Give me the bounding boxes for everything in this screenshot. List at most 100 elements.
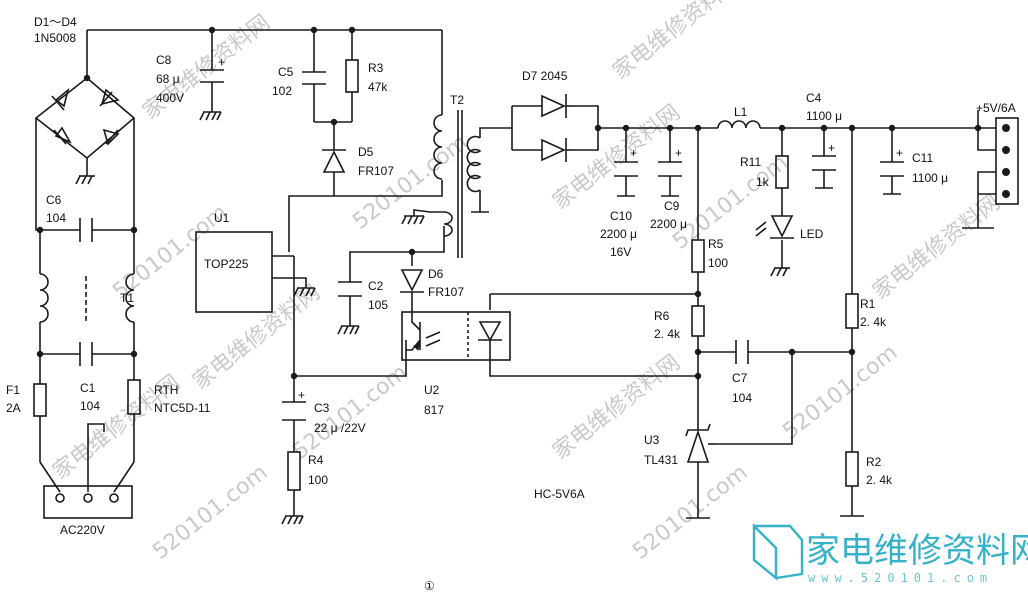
inductor-l1: [717, 120, 761, 129]
svg-text:+: +: [298, 388, 305, 402]
label-t1: T1: [120, 291, 134, 305]
junction-dot: [694, 290, 702, 298]
junction-dot: [848, 124, 856, 132]
capacitor-c2: [337, 281, 362, 335]
watermark-layer: 家电维修资料网 520101.com 家电维修资料网 家电维修资料网 52010…: [48, 0, 1005, 565]
label-r3-val: 47k: [368, 80, 388, 94]
watermark-text-3: 家电维修资料网: [188, 280, 325, 395]
capacitor-c4: +: [812, 141, 836, 189]
junction-dot: [694, 124, 702, 132]
label-d5: D5: [358, 145, 374, 159]
label-c5-val: 102: [272, 84, 292, 98]
junction-dot: [348, 26, 356, 34]
label-c1: C1: [80, 381, 96, 395]
watermark-text-13: 520101.com: [778, 340, 902, 445]
svg-text:+: +: [828, 141, 835, 155]
junction-dot: [594, 124, 602, 132]
label-c6-val: 104: [46, 211, 66, 225]
label-rth: RTH: [154, 383, 178, 397]
junction-dot: [622, 124, 630, 132]
watermark-text-14: 家电维修资料网: [868, 190, 1005, 305]
capacitor-c8: +: [199, 55, 225, 121]
junction-dot: [788, 348, 796, 356]
diode-d5: [322, 140, 346, 173]
label-c11-val: 1100 μ: [912, 171, 948, 185]
svg-text:+: +: [896, 146, 903, 160]
label-f1-val: 2A: [6, 401, 21, 415]
label-c8: C8: [156, 53, 172, 67]
junction-dot: [310, 26, 318, 34]
junction-dot: [974, 124, 982, 132]
shunt-regulator-u3: [685, 423, 716, 463]
label-f1: F1: [6, 383, 20, 397]
label-d1-d4-part: 1N5008: [34, 31, 76, 45]
label-c9: C9: [664, 199, 680, 213]
junction-dot: [888, 124, 896, 132]
label-c8-val2: 400V: [156, 91, 184, 105]
label-u2-part: 817: [424, 403, 444, 417]
junction-dot: [36, 350, 44, 358]
label-d6: D6: [428, 267, 444, 281]
label-c10-val2: 16V: [610, 245, 631, 259]
watermark-text-9: 家电维修资料网: [608, 0, 745, 85]
label-r1: R1: [860, 297, 876, 311]
label-ac: AC220V: [60, 523, 105, 537]
junction-dot: [820, 124, 828, 132]
label-c4: C4: [806, 91, 822, 105]
capacitor-c7: [735, 340, 749, 364]
ground-symbol-r4: [281, 515, 304, 525]
junction-dot: [408, 248, 416, 256]
label-c11: C11: [912, 151, 933, 165]
label-u2: U2: [424, 383, 440, 397]
junction-dot: [130, 226, 138, 234]
label-r1-val: 2. 4k: [860, 315, 887, 329]
label-r6: R6: [654, 309, 670, 323]
label-r11: R11: [740, 155, 761, 169]
logo-book-icon: [752, 523, 778, 581]
watermark-text-5: 520101.com: [148, 460, 272, 565]
junction-dot: [130, 350, 138, 358]
optocoupler-u2: [401, 311, 511, 361]
label-r3: R3: [368, 61, 384, 75]
junction-dot: [330, 118, 338, 126]
logo-text-url: www.520101.com: [808, 571, 993, 585]
junction-dots: [36, 26, 982, 380]
label-d7: D7 2045: [522, 69, 568, 83]
ic-u1-top225: [195, 231, 273, 313]
junction-dot: [36, 226, 44, 234]
capacitor-c3: +: [282, 388, 306, 421]
site-logo: 家电维修资料网 www.520101.com: [752, 523, 1028, 585]
label-r5-val: 100: [708, 256, 728, 270]
label-c1-val: 104: [80, 399, 100, 413]
junction-dot: [694, 348, 702, 356]
label-u1-part: TOP225: [204, 257, 249, 271]
thermistor-rth: [127, 379, 141, 415]
label-r11-val: 1k: [756, 175, 770, 189]
label-u1: U1: [214, 211, 230, 225]
label-t2: T2: [450, 93, 464, 107]
label-r6-val: 2. 4k: [654, 327, 681, 341]
resistor-r11: [775, 155, 789, 189]
resistor-r6: [691, 305, 705, 337]
label-r4-val: 100: [308, 473, 328, 487]
label-c2: C2: [368, 279, 384, 293]
label-c10: C10: [610, 209, 632, 223]
output-connector: [962, 117, 1019, 229]
watermark-text-10: 520101.com: [668, 150, 792, 255]
junction-dot: [290, 372, 298, 380]
capacitor-c1: [79, 342, 93, 366]
label-u3-part: TL431: [644, 453, 678, 467]
capacitor-c6: [79, 218, 93, 242]
label-c5: C5: [278, 65, 294, 79]
junction-dot: [694, 372, 702, 380]
junction-dot: [848, 348, 856, 356]
watermark-text-12: 520101.com: [628, 460, 752, 565]
ac-input-socket: [43, 485, 133, 519]
label-r5: R5: [708, 237, 724, 251]
capacitor-c10: +: [614, 146, 638, 197]
label-c6: C6: [46, 193, 62, 207]
resistor-r2: [845, 451, 859, 487]
label-r2: R2: [866, 455, 882, 469]
label-r4: R4: [308, 453, 324, 467]
